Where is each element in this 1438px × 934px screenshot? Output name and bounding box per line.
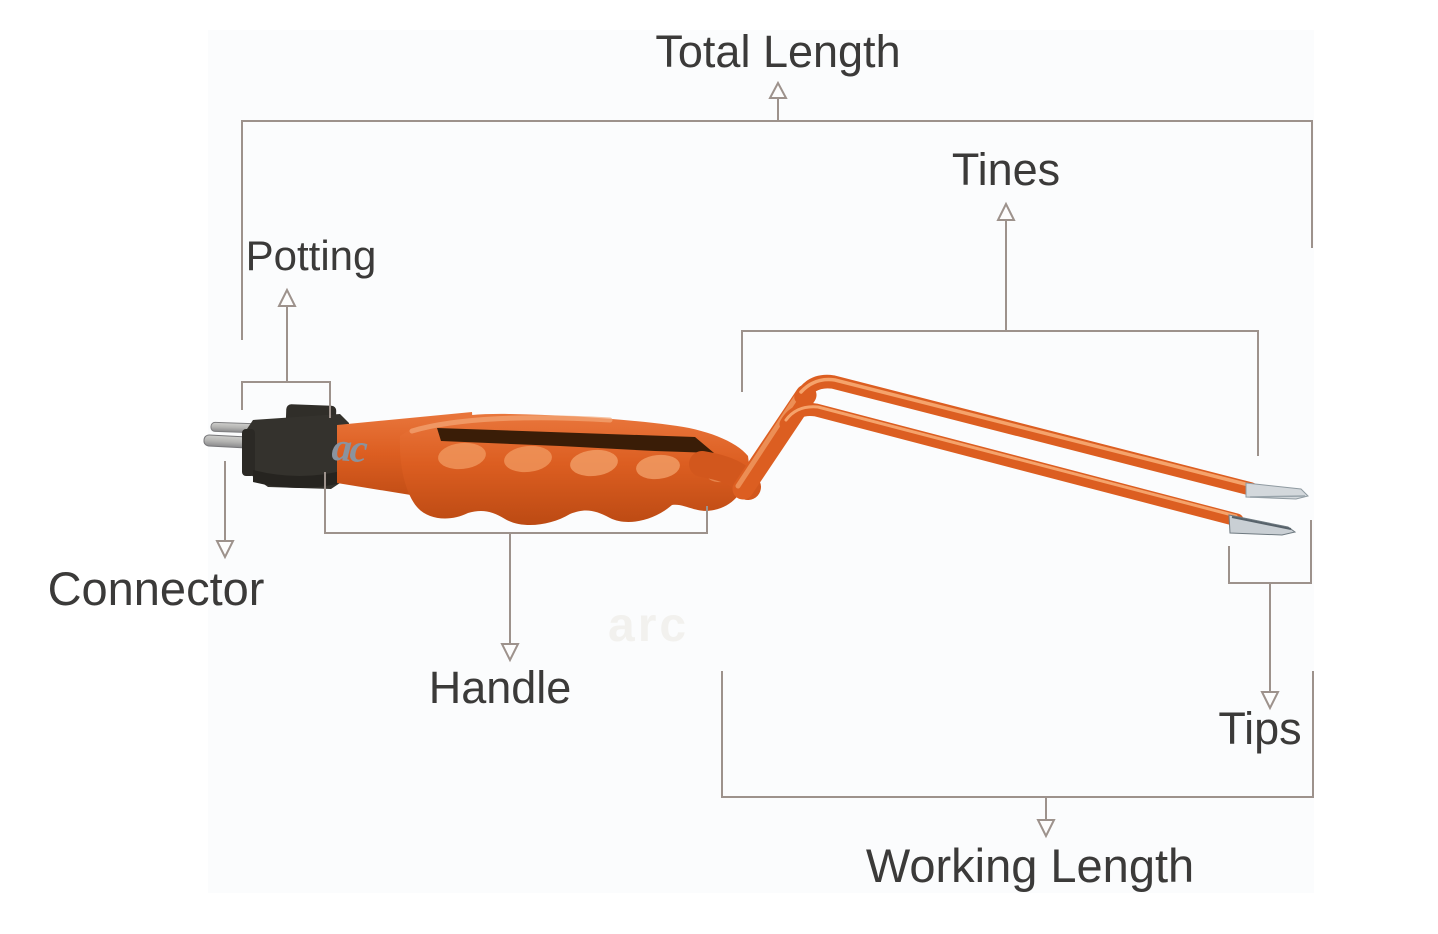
handle-bracket xyxy=(324,472,708,534)
tips-arrowhead-icon xyxy=(1260,691,1280,711)
potting-arrowhead-icon xyxy=(277,287,297,307)
watermark-text: arc xyxy=(608,599,690,652)
working-length-arrowhead-icon xyxy=(1036,819,1056,839)
tines-arms xyxy=(779,374,1258,527)
brand-logo-text: ac xyxy=(330,423,368,472)
connector-arrowhead-icon xyxy=(215,540,235,560)
label-total-length: Total Length xyxy=(655,26,901,77)
label-connector: Connector xyxy=(47,562,265,615)
label-handle: Handle xyxy=(428,662,572,713)
handle-slot xyxy=(437,428,714,453)
annotations xyxy=(215,80,1314,839)
label-tips: Tips xyxy=(1218,703,1302,754)
working-length-bracket xyxy=(721,671,1314,798)
total-length-arrowhead-icon xyxy=(768,80,788,99)
connector-body xyxy=(242,404,349,489)
forceps-instrument xyxy=(203,374,1309,536)
label-potting: Potting xyxy=(245,232,377,279)
handle-arrowhead-icon xyxy=(500,643,520,663)
label-tines: Tines xyxy=(951,144,1061,195)
total-length-bracket xyxy=(241,120,1313,340)
tines-bracket xyxy=(741,330,1259,456)
tips-metal xyxy=(1228,482,1309,536)
label-working-length: Working Length xyxy=(865,839,1195,892)
tines-arrowhead-icon xyxy=(996,201,1016,221)
